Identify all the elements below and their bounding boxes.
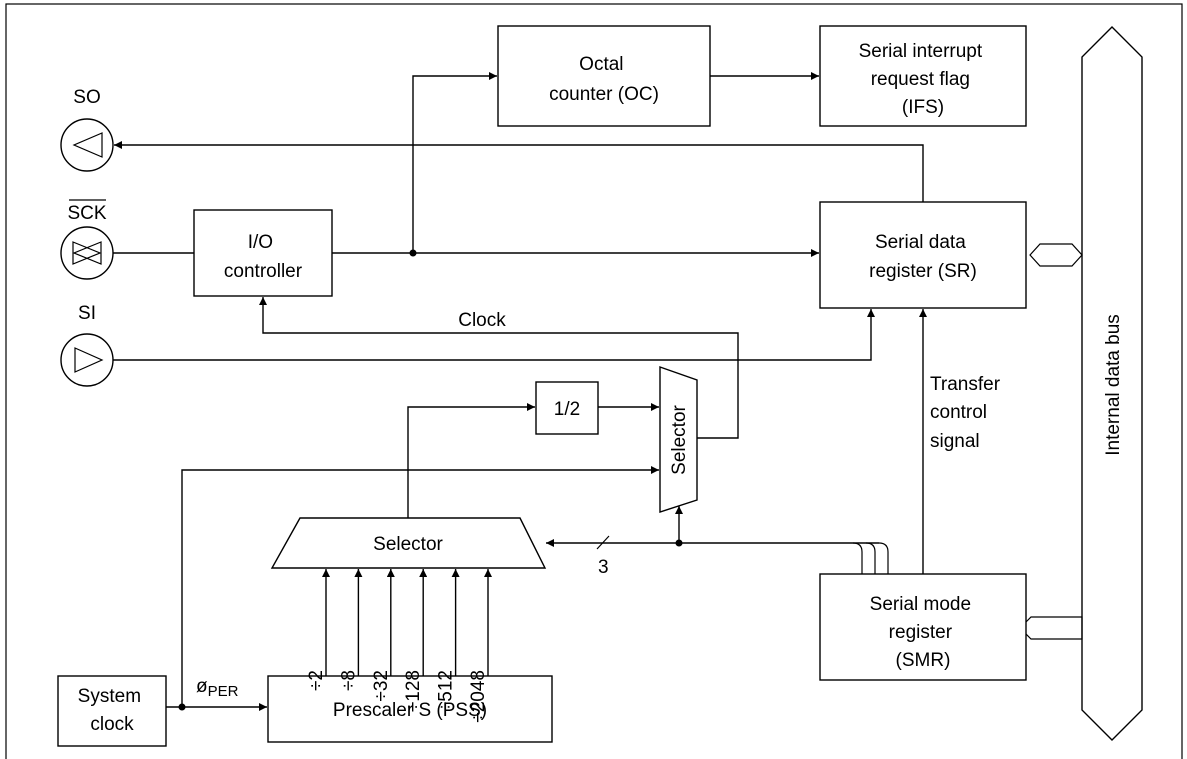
svg-text:Prescaler S (PSS): Prescaler S (PSS) (333, 700, 487, 721)
si-pin: SI (60, 303, 114, 387)
phi-per-label: øPER (196, 676, 239, 700)
vertical-selector-label: Selector (669, 404, 690, 474)
svg-text:Serial mode register: Serial mode register (SMR) (870, 594, 977, 671)
prescaler-tap-label: ÷512 (436, 670, 457, 712)
prescaler-tap-label: ÷2048 (468, 670, 489, 723)
io-to-octal-counter-line (412, 72, 497, 253)
half-divider-block: 1/2 (535, 381, 599, 435)
so-pin-label: SO (73, 87, 100, 108)
smr-line3: (SMR) (896, 650, 951, 671)
svg-text:Octal counter (OC): Octal counter (OC) (549, 54, 659, 105)
smr-control-bus: 3 (546, 506, 889, 578)
interrupt-flag-line2: request flag (871, 69, 970, 90)
clock-line (259, 297, 739, 439)
sr-line1: Serial data (875, 232, 966, 253)
sck-pin: SCK (60, 199, 114, 280)
transfer-control-label: Transfer control signal (930, 374, 1005, 452)
smr-line1: Serial mode (870, 594, 971, 615)
octal-counter-block: Octal counter (OC) (497, 25, 711, 127)
bus-width-label: 3 (598, 557, 609, 578)
octal-counter-line1: Octal (579, 54, 623, 75)
sr-to-so-line (114, 141, 924, 202)
main-selector-block: Selector (270, 517, 547, 569)
internal-data-bus: Internal data bus (1081, 26, 1143, 741)
si-to-sr-line (113, 309, 875, 361)
smr-line2: register (889, 622, 953, 643)
prescaler-block: Prescaler S (PSS) (267, 675, 553, 743)
svg-text:Serial data register (SR: Serial data register (SR) (869, 232, 977, 282)
prescaler-tap-label: ÷128 (403, 670, 424, 712)
bus-width-slash (596, 535, 610, 550)
svg-text:I/O controller: I/O controller (224, 232, 303, 282)
clock-label: Clock (458, 310, 506, 331)
serial-data-register-block: Serial data register (SR) (819, 201, 1027, 309)
svg-text:1/2: 1/2 (554, 399, 580, 420)
system-clock-line1: System (78, 686, 141, 707)
sr-line2: register (SR) (869, 261, 977, 282)
io-controller-line2: controller (224, 261, 303, 282)
prescaler-tap-label: ÷2 (306, 670, 327, 691)
sr-bus-connector (1029, 243, 1083, 267)
phi-to-selector-line (181, 466, 659, 707)
svg-text:System clock: System clock (78, 686, 147, 735)
junction-phi (178, 703, 186, 711)
serial-mode-register-block: Serial mode register (SMR) (819, 573, 1027, 681)
so-output-buffer-icon (72, 132, 103, 158)
main-selector-label: Selector (373, 534, 443, 555)
io-controller-block: I/O controller (193, 209, 333, 297)
system-clock-block: System clock (57, 675, 167, 747)
so-pin: SO (60, 87, 114, 172)
prescaler-tap-label: ÷32 (371, 670, 392, 702)
interrupt-flag-line1: Serial interrupt (859, 41, 983, 62)
interrupt-flag-block: Serial interrupt request flag (IFS) (819, 25, 1027, 127)
vertical-selector-block: Selector (659, 366, 698, 513)
io-controller-line1: I/O (248, 232, 273, 253)
si-pin-label: SI (78, 303, 96, 324)
prescaler-taps: ÷2 ÷8 ÷32 ÷128 ÷512 ÷2048 (306, 569, 492, 723)
sck-bidirectional-buffer-icon (72, 241, 102, 265)
prescaler-tap-label: ÷8 (338, 670, 359, 691)
sck-pin-label: SCK (67, 203, 106, 224)
diagram-frame (5, 3, 1183, 759)
system-clock-line2: clock (90, 714, 134, 735)
selector-to-half-line (407, 403, 535, 518)
octal-counter-line2: counter (OC) (549, 84, 659, 105)
si-input-buffer-icon (74, 347, 104, 373)
internal-bus-label: Internal data bus (1103, 314, 1124, 456)
svg-text:Serial interrupt request: Serial interrupt request flag (IFS) (859, 41, 988, 118)
smr-bus-connector (1019, 616, 1083, 640)
interrupt-flag-line3: (IFS) (902, 97, 944, 118)
